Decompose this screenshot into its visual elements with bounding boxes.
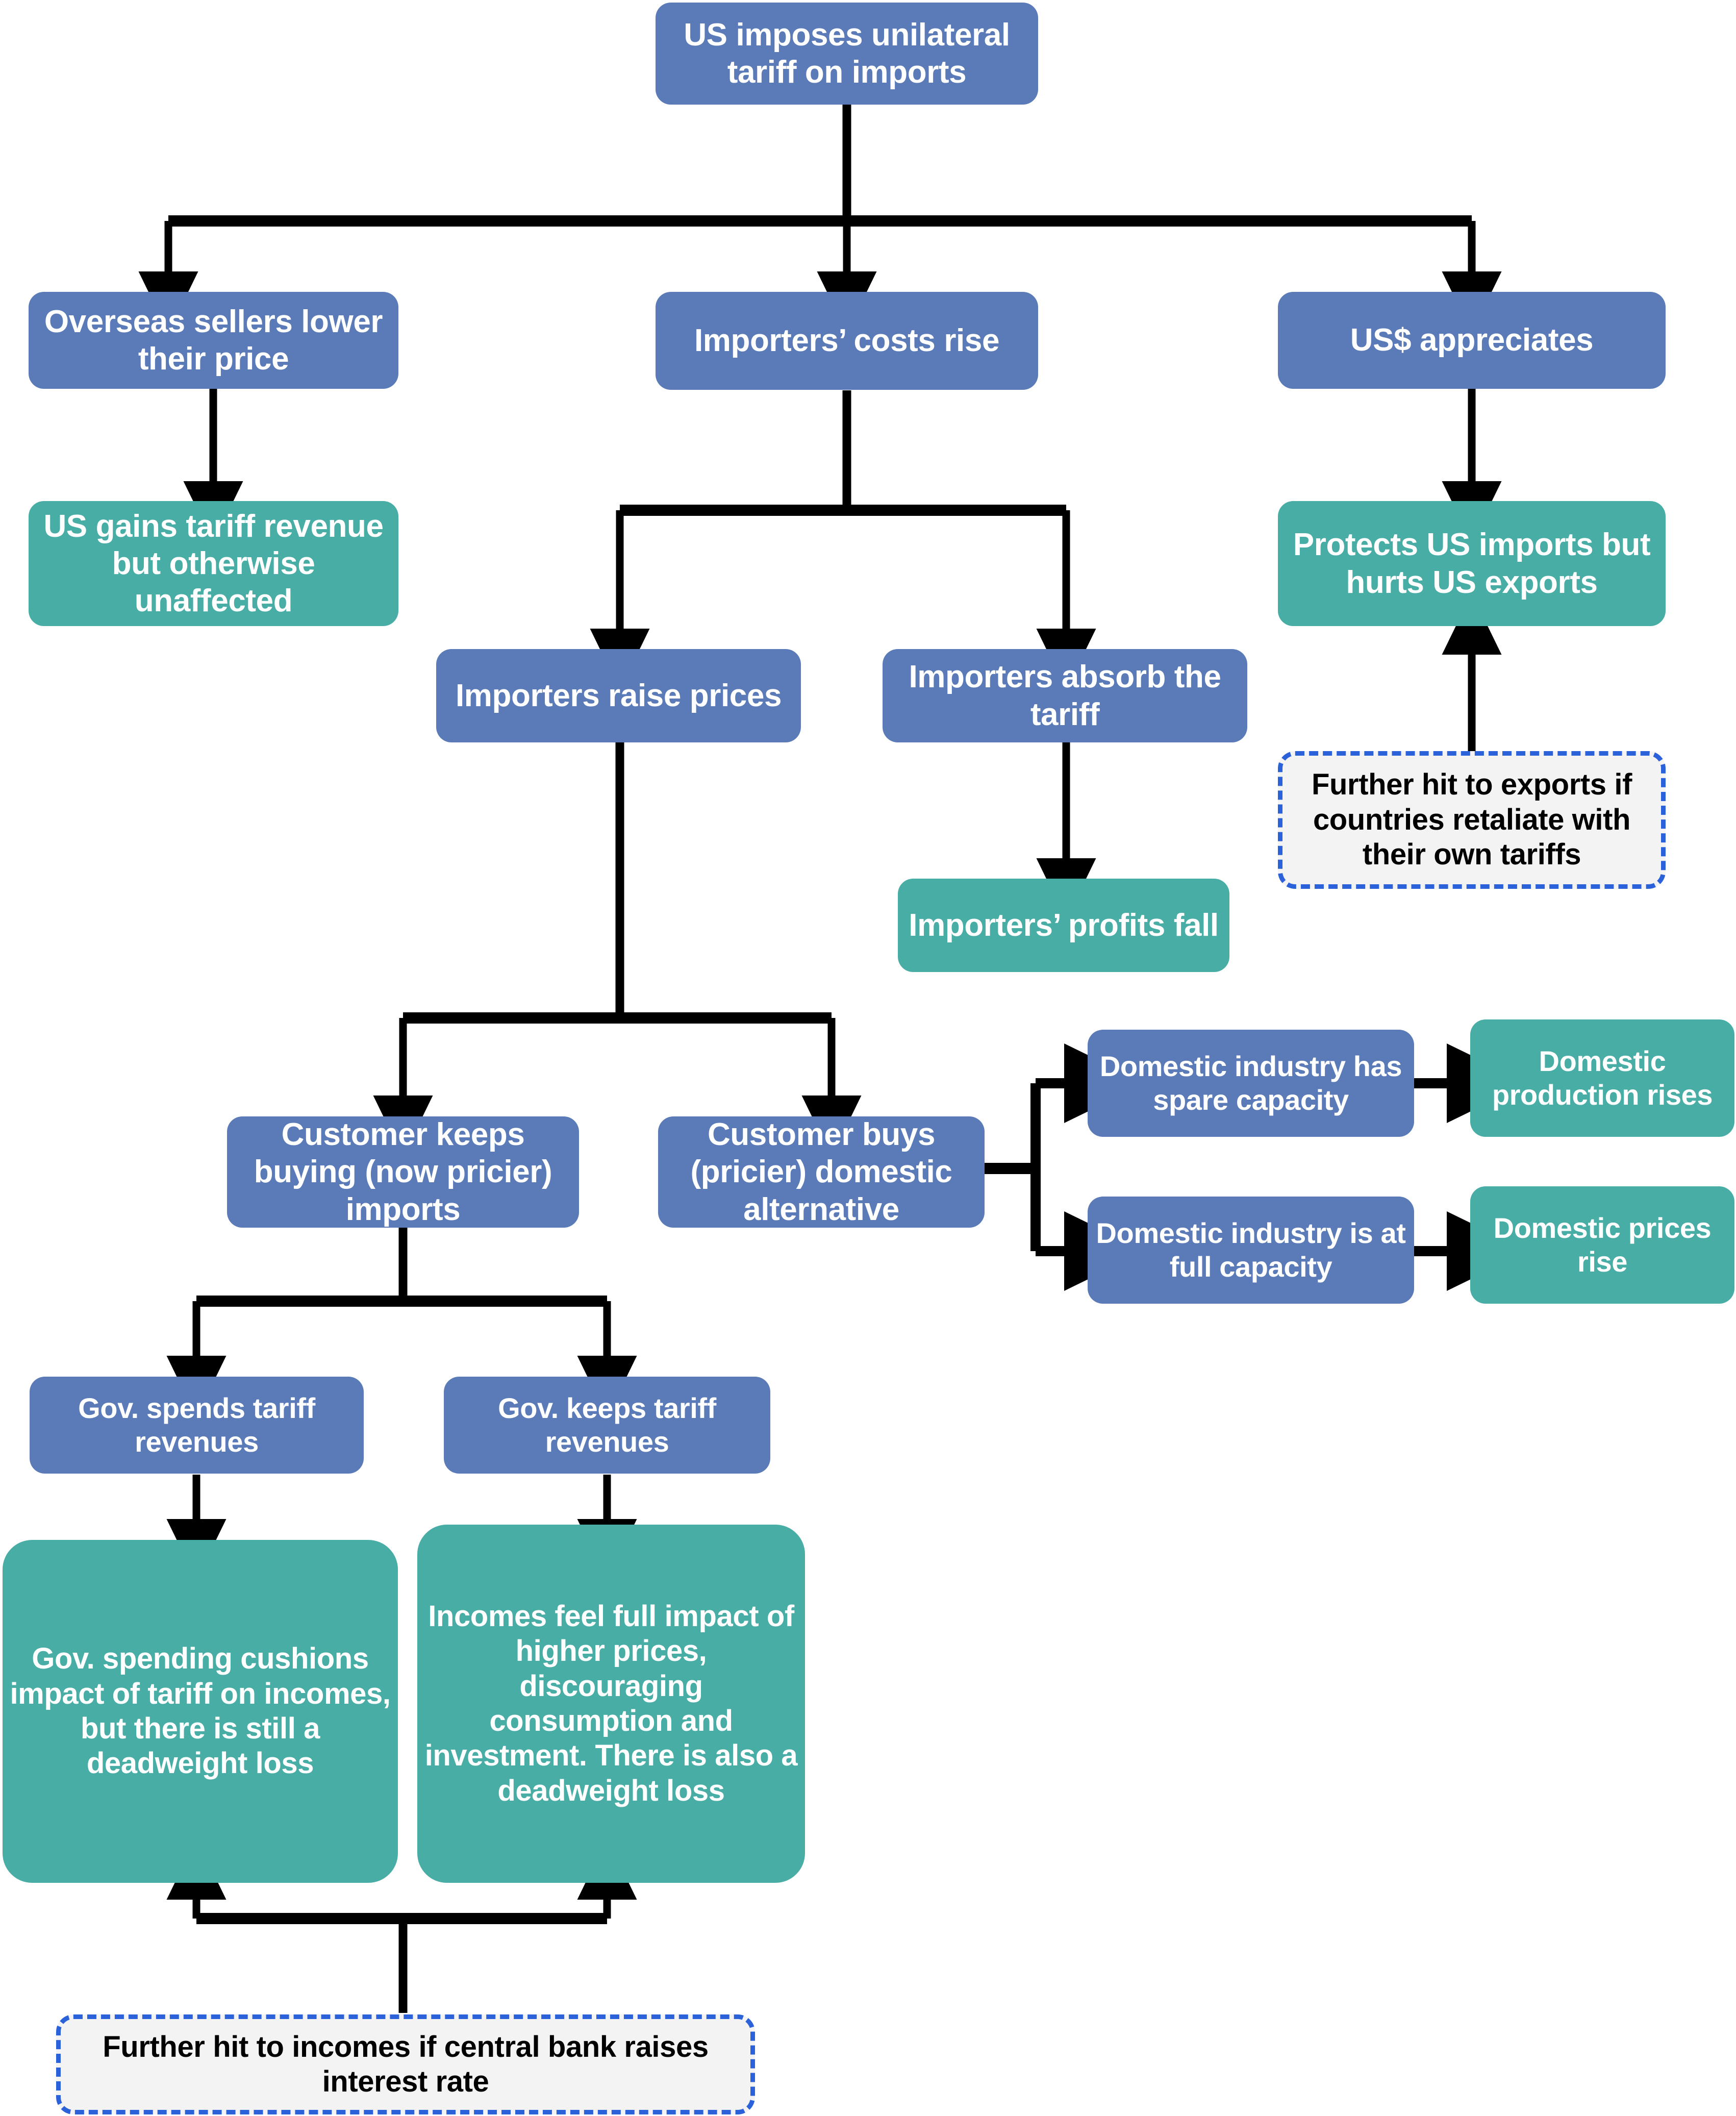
node-customer-buys-domestic[interactable]: Customer buys (pricier) domestic alterna… xyxy=(658,1116,985,1228)
node-gov-spending-cushions[interactable]: Gov. spending cushions impact of tariff … xyxy=(3,1540,398,1883)
node-gov-spends-revenues-label: Gov. spends tariff revenues xyxy=(78,1391,315,1458)
node-protects-us-imports-label: Protects US imports but hurts US exports xyxy=(1293,527,1651,600)
node-customer-buys-domestic-label: Customer buys (pricier) domestic alterna… xyxy=(690,1117,952,1227)
node-domestic-spare-capacity-label: Domestic industry has spare capacity xyxy=(1099,1050,1402,1116)
node-domestic-full-capacity[interactable]: Domestic industry is at full capacity xyxy=(1088,1197,1414,1304)
node-importer-costs[interactable]: Importers’ costs rise xyxy=(656,292,1038,390)
node-protects-us-imports[interactable]: Protects US imports but hurts US exports xyxy=(1278,501,1666,626)
node-domestic-production-rises-label: Domestic production rises xyxy=(1492,1044,1713,1111)
node-importers-profits-fall[interactable]: Importers’ profits fall xyxy=(898,879,1229,972)
node-domestic-prices-rise-label: Domestic prices rise xyxy=(1493,1211,1712,1278)
node-gov-keeps-revenues[interactable]: Gov. keeps tariff revenues xyxy=(444,1377,770,1474)
node-overseas-sellers-label: Overseas sellers lower their price xyxy=(44,304,383,377)
node-incomes-feel-full-impact-label: Incomes feel full impact of higher price… xyxy=(424,1599,798,1807)
node-importers-absorb-tariff-label: Importers absorb the tariff xyxy=(909,659,1221,732)
node-incomes-feel-full-impact[interactable]: Incomes feel full impact of higher price… xyxy=(417,1525,805,1883)
node-domestic-spare-capacity[interactable]: Domestic industry has spare capacity xyxy=(1088,1030,1414,1137)
node-customer-keeps-buying-label: Customer keeps buying (now pricier) impo… xyxy=(254,1117,552,1227)
node-gov-keeps-revenues-label: Gov. keeps tariff revenues xyxy=(498,1391,716,1458)
note-retaliation-label: Further hit to exports if countries reta… xyxy=(1311,768,1632,872)
node-usd-appreciates[interactable]: US$ appreciates xyxy=(1278,292,1666,389)
node-root-label: US imposes unilateral tariff on imports xyxy=(684,17,1010,90)
node-us-gains-tariff-revenue-label: US gains tariff revenue but otherwise un… xyxy=(43,508,384,619)
node-domestic-prices-rise[interactable]: Domestic prices rise xyxy=(1470,1186,1734,1304)
node-importers-raise-prices-label: Importers raise prices xyxy=(455,678,782,713)
note-retaliation[interactable]: Further hit to exports if countries reta… xyxy=(1278,751,1666,889)
node-customer-keeps-buying[interactable]: Customer keeps buying (now pricier) impo… xyxy=(227,1116,579,1228)
note-interest-rate-label: Further hit to incomes if central bank r… xyxy=(103,2030,709,2098)
node-domestic-production-rises[interactable]: Domestic production rises xyxy=(1470,1019,1734,1137)
node-usd-appreciates-label: US$ appreciates xyxy=(1350,322,1594,358)
node-gov-spends-revenues[interactable]: Gov. spends tariff revenues xyxy=(30,1377,364,1474)
node-domestic-full-capacity-label: Domestic industry is at full capacity xyxy=(1096,1216,1406,1283)
node-us-gains-tariff-revenue[interactable]: US gains tariff revenue but otherwise un… xyxy=(29,501,398,626)
node-overseas-sellers[interactable]: Overseas sellers lower their price xyxy=(29,292,398,389)
note-interest-rate[interactable]: Further hit to incomes if central bank r… xyxy=(56,2014,755,2114)
node-root[interactable]: US imposes unilateral tariff on imports xyxy=(656,3,1038,105)
node-importer-costs-label: Importers’ costs rise xyxy=(694,323,1000,359)
node-importers-absorb-tariff[interactable]: Importers absorb the tariff xyxy=(883,649,1247,742)
node-gov-spending-cushions-label: Gov. spending cushions impact of tariff … xyxy=(10,1642,391,1780)
node-importers-profits-fall-label: Importers’ profits fall xyxy=(909,907,1219,943)
node-importers-raise-prices[interactable]: Importers raise prices xyxy=(436,649,801,742)
